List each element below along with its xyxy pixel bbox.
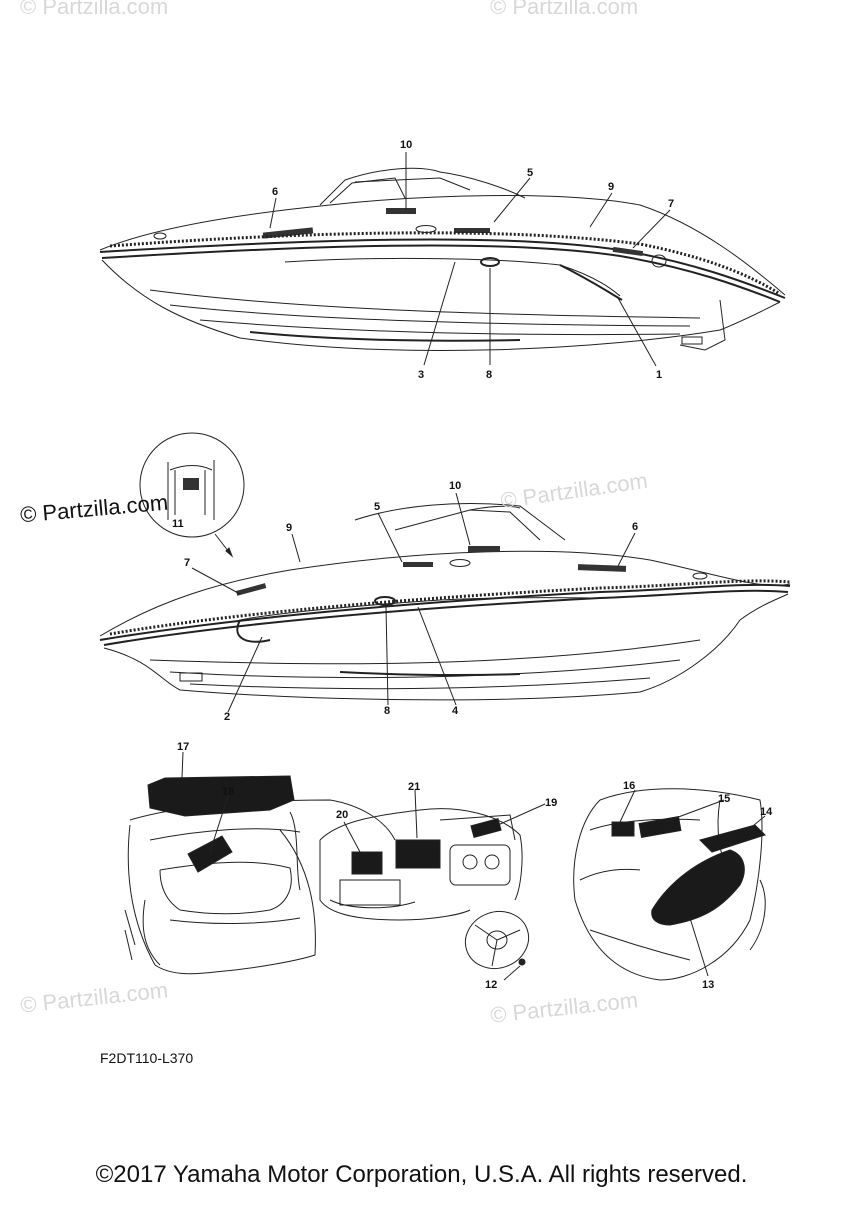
detail-circle-11 xyxy=(139,432,245,558)
callout-21: 21 xyxy=(408,781,420,793)
boat-starboard-view xyxy=(99,167,786,351)
callout-8: 8 xyxy=(486,369,492,381)
callout-17: 17 xyxy=(177,741,189,753)
helm-sketch xyxy=(319,808,523,921)
callout-7: 7 xyxy=(668,198,674,210)
callout-8b: 8 xyxy=(384,705,390,717)
mat-17 xyxy=(147,775,295,817)
mat-13 xyxy=(651,849,745,926)
callout-1: 1 xyxy=(656,369,662,381)
callout-6: 6 xyxy=(272,186,278,198)
callout-7b: 7 xyxy=(184,557,190,569)
callout-16: 16 xyxy=(623,780,635,792)
callout-9b: 9 xyxy=(286,522,292,534)
bottom-leaders xyxy=(191,492,636,713)
callout-9: 9 xyxy=(608,181,614,193)
callout-5b: 5 xyxy=(374,501,380,513)
callout-13: 13 xyxy=(702,979,714,991)
callout-6b: 6 xyxy=(632,521,638,533)
callout-10: 10 xyxy=(400,139,412,151)
callout-15: 15 xyxy=(718,793,730,805)
diagram-code: F2DT110-L370 xyxy=(100,1050,194,1066)
detail-leaders xyxy=(181,751,766,981)
callout-labels: 1 2 3 4 5 5 6 6 7 7 8 8 9 9 10 10 11 12 … xyxy=(172,139,773,991)
mat-20 xyxy=(351,851,383,875)
callout-11: 11 xyxy=(172,518,184,530)
bow-seat-sketch xyxy=(124,799,396,975)
top-leaders xyxy=(269,152,671,367)
mat-16 xyxy=(611,821,635,837)
callout-2: 2 xyxy=(224,711,230,723)
callout-12: 12 xyxy=(485,979,497,991)
callout-14: 14 xyxy=(760,806,773,818)
callout-10b: 10 xyxy=(449,480,461,492)
boat-port-view xyxy=(99,503,791,701)
callout-4: 4 xyxy=(452,705,459,717)
callout-18: 18 xyxy=(222,786,234,798)
callout-20: 20 xyxy=(336,809,348,821)
watermark: © Partzilla.com xyxy=(490,0,639,19)
steering-wheel-sketch xyxy=(464,911,530,969)
mat-15 xyxy=(638,816,682,838)
mat-21 xyxy=(395,839,441,869)
mat-19 xyxy=(470,817,502,839)
callout-5: 5 xyxy=(527,167,533,179)
mat-18 xyxy=(187,835,233,873)
mat-14 xyxy=(699,824,766,853)
copyright-footer: ©2017 Yamaha Motor Corporation, U.S.A. A… xyxy=(95,1161,748,1188)
callout-19: 19 xyxy=(545,797,557,809)
watermark: © Partzilla.com xyxy=(20,0,169,19)
callout-3: 3 xyxy=(418,369,424,381)
